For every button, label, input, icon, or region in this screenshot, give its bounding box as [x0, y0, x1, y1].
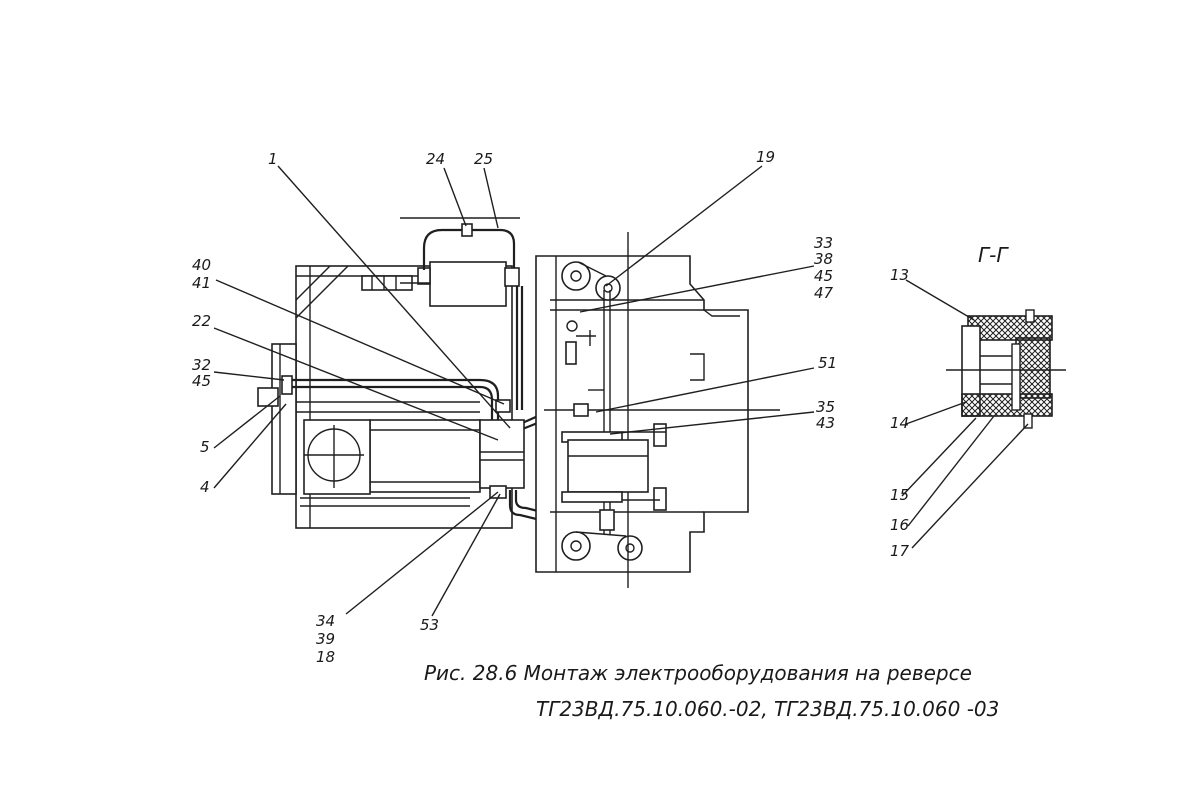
callout-13: 13 — [890, 266, 909, 284]
junction-box — [361, 217, 520, 307]
caption-line-1: Рис. 28.6 Монтаж электрооборудования на … — [424, 661, 972, 685]
callout-53: 53 — [420, 616, 439, 634]
callout-43: 43 — [816, 414, 835, 432]
callout-33: 33 — [814, 234, 833, 252]
figure-caption: Рис. 28.6 Монтаж электрооборудования на … — [424, 661, 999, 721]
callout-17: 17 — [890, 542, 910, 560]
left-housing — [271, 265, 513, 529]
callout-19: 19 — [756, 148, 775, 166]
section-label: Г-Г — [978, 243, 1009, 267]
callout-41: 41 — [192, 274, 211, 292]
callout-15: 15 — [890, 486, 909, 504]
callout-32: 32 — [192, 356, 211, 374]
callout-5: 5 — [200, 438, 210, 456]
callout-22: 22 — [192, 312, 211, 330]
right-housing — [535, 232, 780, 588]
callout-18: 18 — [316, 648, 335, 666]
callout-1: 1 — [268, 150, 278, 168]
leader-lines — [213, 165, 1029, 617]
callout-51: 51 — [818, 354, 837, 372]
callout-24: 24 — [426, 150, 445, 168]
section-view — [946, 309, 1066, 429]
electric-box — [479, 399, 525, 499]
callout-38: 38 — [814, 250, 833, 268]
callout-47: 47 — [814, 284, 834, 302]
callout-34: 34 — [316, 612, 335, 630]
callout-25: 25 — [474, 150, 493, 168]
callout-35: 35 — [816, 398, 835, 416]
callout-labels: 1 24 25 19 40 41 22 32 45 5 4 33 38 45 4… — [192, 148, 1009, 666]
callout-45b: 45 — [814, 267, 833, 285]
callout-4: 4 — [200, 478, 210, 496]
callout-16: 16 — [890, 516, 909, 534]
callout-14: 14 — [890, 414, 909, 432]
caption-line-2: ТГ23ВД.75.10.060.-02, ТГ23ВД.75.10.060 -… — [536, 697, 999, 721]
callout-39: 39 — [316, 630, 335, 648]
callout-45a: 45 — [192, 372, 211, 390]
callout-40: 40 — [192, 256, 211, 274]
